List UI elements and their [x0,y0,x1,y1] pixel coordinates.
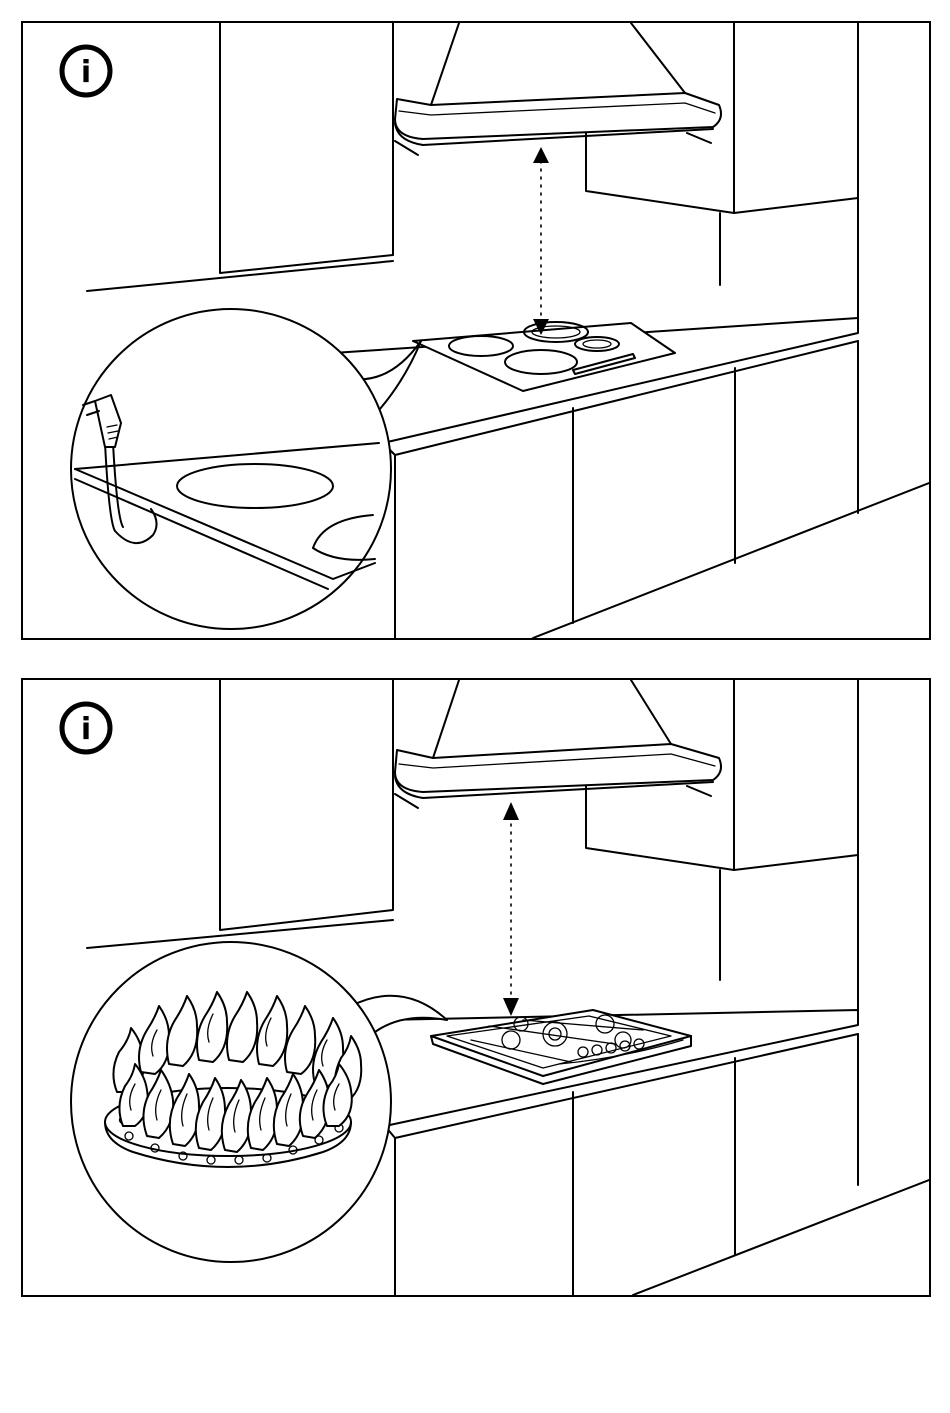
info-icon: i [62,47,110,95]
panel-electric-hob: i [21,21,931,640]
gas-hob-illustration: i [23,680,929,1295]
electric-hob [413,323,675,391]
left-wall-cabinet [220,23,393,273]
right-wall-cabinet [734,680,858,870]
right-wall-cabinet [734,23,858,213]
hood-chimney [433,680,459,758]
info-icon: i [62,704,110,752]
hood-chimney [431,23,459,105]
electric-hob-illustration: i [23,23,929,638]
gas-hob [431,1010,691,1084]
info-icon-glyph: i [81,712,91,747]
right-cabinet-underside [586,123,734,213]
left-wall-cabinet [220,680,393,930]
info-icon-glyph: i [81,55,91,90]
panel-gas-hob: i [21,678,931,1297]
magnified-detail [71,309,391,629]
